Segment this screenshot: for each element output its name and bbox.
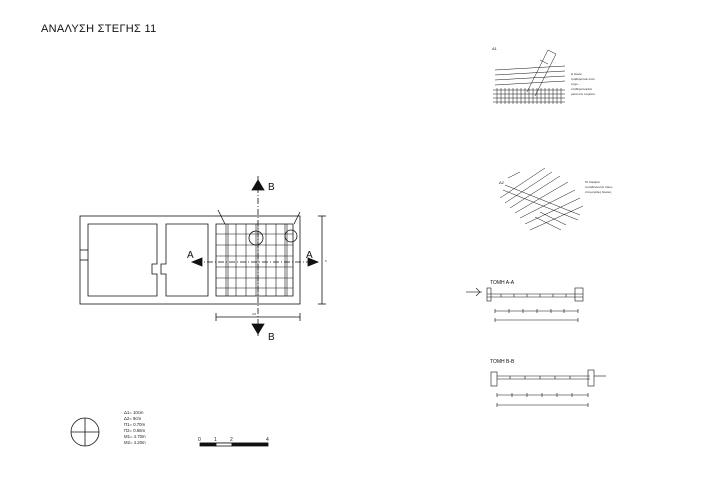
plan-dim-bottom: 4.0	[252, 312, 257, 316]
note-line: τραβερσύσει στον	[571, 77, 595, 81]
note-line: Τα δοκάρια	[585, 180, 600, 184]
north-symbol	[70, 417, 100, 447]
detail-a1-note: Η δοκός τραβερσύσει στον τοίχο - σταθερο…	[571, 72, 595, 96]
section-mark-a-left: A	[187, 250, 194, 261]
section-bb-title: ΤΟΜΗ Β-Β	[490, 359, 515, 365]
note-line: τοίχο -	[571, 82, 579, 86]
legend-line: Π1= 0.70m	[124, 422, 146, 427]
section-mark-b-top: B	[268, 182, 275, 193]
scale-tick-label: 0	[198, 437, 201, 443]
note-line: σταθεροποιείται	[571, 87, 592, 91]
detail-a1-label: A1	[492, 46, 498, 51]
scale-bar	[199, 442, 269, 447]
scale-tick-label: 1	[214, 437, 217, 443]
legend-values: Δ1= 10cm Δ2= 9cm Π1= 0.70m Π2= 0.66m Μ1=…	[124, 410, 146, 445]
scale-labels: 0 1 2 4	[198, 437, 269, 443]
section-mark-a-right: A	[306, 250, 313, 261]
note-line: τοποθετούνται πάνω	[585, 185, 613, 189]
legend-line: Δ1= 10cm	[124, 410, 144, 415]
section-aa	[466, 287, 584, 322]
detail-a1	[493, 49, 566, 104]
section-mark-b-bottom: B	[268, 332, 275, 343]
plan-dim-right: 6	[325, 259, 327, 263]
note-line: μέσα στα τσιμέντο	[571, 92, 595, 96]
note-line: στα μεγάλες δοκούς	[585, 190, 612, 194]
legend-line: Μ1= 4.70m	[124, 434, 146, 439]
legend-line: Μ2= 4.20m	[124, 440, 146, 445]
detail-a2	[499, 167, 584, 231]
floor-plan	[79, 176, 326, 338]
note-line: Η δοκός	[571, 72, 582, 76]
section-aa-title: ΤΟΜΗ Α-Α	[490, 280, 515, 286]
detail-a2-note: Τα δοκάρια τοποθετούνται πάνω στα μεγάλε…	[585, 180, 613, 194]
legend-line: Δ2= 9cm	[124, 416, 142, 421]
detail-a2-label: A2	[499, 180, 505, 185]
legend-line: Π2= 0.66m	[124, 428, 146, 433]
scale-tick-label: 4	[266, 437, 269, 443]
scale-tick-label: 2	[230, 437, 233, 443]
section-bb	[490, 369, 606, 407]
sheet-title: ΑΝΑΛΥΣΗ ΣΤΕΓΗΣ 11	[41, 23, 157, 35]
